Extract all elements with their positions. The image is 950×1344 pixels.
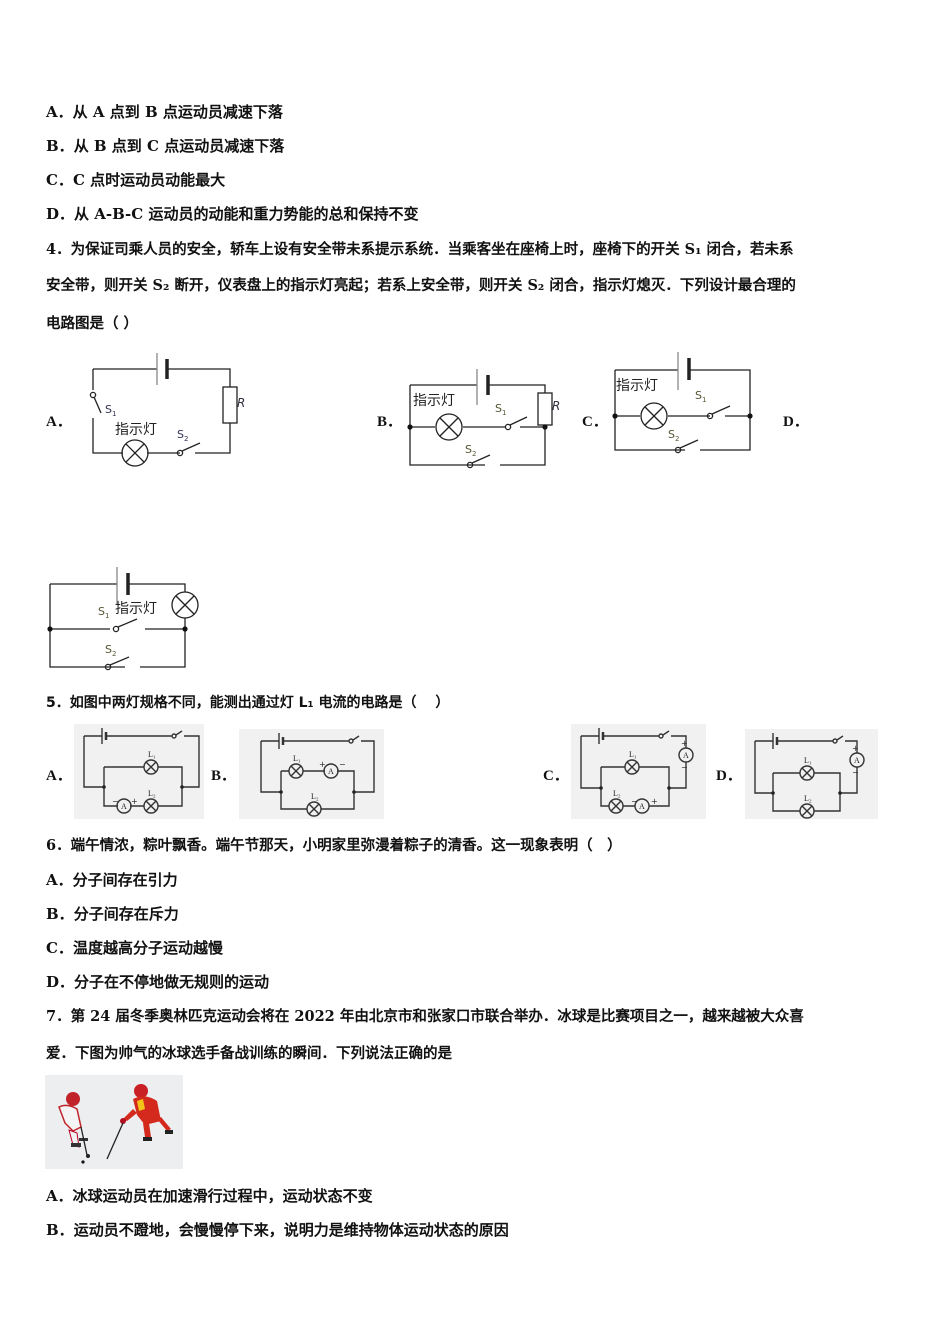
option-text: 运动员不蹬地，会慢慢停下来，说明力是维持物体运动状态的原因: [73, 1221, 509, 1239]
q4-stem-line3: 电路图是（ ）: [46, 315, 139, 332]
q3-option-a: A．从 A 点到 B 点运动员减速下落: [46, 102, 283, 122]
svg-text:S: S: [105, 403, 112, 416]
svg-text:−: −: [852, 768, 859, 777]
svg-text:R: R: [552, 399, 560, 413]
option-text: 分子间存在引力: [72, 871, 178, 889]
option-label: C．: [46, 939, 73, 957]
svg-text:1: 1: [105, 612, 109, 620]
svg-text:S: S: [668, 428, 675, 441]
q5-circuit-a: A L₁ L₂ − +: [74, 724, 204, 819]
q6-option-a: A．分子间存在引力: [46, 870, 178, 890]
option-text: 从 B 点到 C 点运动员减速下落: [73, 137, 285, 155]
svg-text:S: S: [495, 402, 502, 415]
svg-text:A: A: [683, 751, 689, 760]
svg-text:2: 2: [184, 435, 188, 443]
q5-option-b-label: B．: [211, 768, 237, 784]
q7-option-a: A．冰球运动员在加速滑行过程中，运动状态不变: [46, 1186, 373, 1206]
svg-text:S: S: [105, 643, 112, 656]
q3-option-c: C．C 点时运动员动能最大: [46, 170, 225, 190]
q3-option-b: B．从 B 点到 C 点运动员减速下落: [46, 136, 284, 156]
svg-text:1: 1: [112, 410, 116, 418]
svg-text:S: S: [695, 389, 702, 402]
svg-text:L₂: L₂: [148, 789, 156, 798]
option-label: A．: [46, 1187, 73, 1205]
q5-stem: 5．如图中两灯规格不同，能测出通过灯 L₁ 电流的电路是（ ）: [46, 695, 450, 711]
ice-hockey-photo: [45, 1075, 183, 1169]
q7-stem-line2: 爱．下图为帅气的冰球选手备战训练的瞬间．下列说法正确的是: [46, 1045, 452, 1062]
q6-stem: 6．端午情浓，粽叶飘香。端午节那天，小明家里弥漫着粽子的清香。这一现象表明（ ）: [46, 837, 622, 854]
option-text: 冰球运动员在加速滑行过程中，运动状态不变: [72, 1187, 373, 1205]
svg-text:L₁: L₁: [629, 750, 637, 759]
option-label: D．: [46, 205, 75, 223]
q5-circuit-d: A L₁ L₂ + −: [745, 729, 878, 819]
q3-option-d: D．从 A-B-C 运动员的动能和重力势能的总和保持不变: [46, 204, 418, 224]
svg-text:A: A: [121, 802, 127, 811]
q7-stem-line1: 7．第 24 届冬季奥林匹克运动会将在 2022 年由北京市和张家口市联合举办．…: [46, 1008, 804, 1025]
q4-option-d-label: D．: [783, 414, 809, 430]
lamp-label: 指示灯: [115, 422, 157, 438]
svg-text:1: 1: [502, 409, 506, 417]
option-label: D．: [46, 973, 75, 991]
q4-stem-line2: 安全带，则开关 S₂ 断开，仪表盘上的指示灯亮起；若系上安全带，则开关 S₂ 闭…: [46, 277, 796, 294]
svg-text:A: A: [854, 756, 860, 765]
option-label: B．: [46, 905, 74, 923]
svg-text:2: 2: [472, 450, 476, 458]
q4-stem-line1: 4．为保证司乘人员的安全，轿车上设有安全带未系提示系统．当乘客坐在座椅上时，座椅…: [46, 241, 794, 258]
svg-text:指示灯: 指示灯: [413, 393, 455, 409]
svg-text:S: S: [465, 443, 472, 456]
q4-option-c-label: C．: [582, 414, 608, 430]
option-text: C 点时运动员动能最大: [72, 171, 226, 189]
q5-circuit-c: A A L₁ L₂ + − − +: [571, 724, 706, 819]
q5-option-a-label: A．: [46, 768, 72, 784]
svg-text:L₂: L₂: [613, 789, 621, 798]
q5-circuit-b: A L₁ L₂ + −: [239, 729, 384, 819]
svg-text:L₁: L₁: [148, 750, 156, 759]
svg-text:−: −: [631, 797, 638, 806]
option-text: 分子间存在斥力: [73, 905, 179, 923]
option-text: 从 A 点到 B 点运动员减速下落: [72, 103, 283, 121]
svg-text:−: −: [112, 797, 119, 806]
svg-text:+: +: [651, 797, 658, 806]
svg-text:指示灯: 指示灯: [115, 601, 157, 617]
svg-text:+: +: [131, 797, 138, 806]
svg-text:2: 2: [112, 650, 116, 658]
q6-option-b: B．分子间存在斥力: [46, 904, 179, 924]
svg-text:L₁: L₁: [293, 754, 301, 763]
option-label: B．: [46, 1221, 74, 1239]
svg-text:R: R: [237, 396, 245, 410]
svg-text:A: A: [328, 767, 334, 776]
svg-text:指示灯: 指示灯: [616, 378, 658, 394]
svg-text:+: +: [852, 744, 859, 753]
q4-option-b-label: B．: [377, 414, 403, 430]
q4-option-a-label: A．: [46, 414, 72, 430]
svg-text:L₂: L₂: [804, 794, 812, 803]
svg-text:+: +: [319, 760, 326, 769]
option-label: A．: [46, 871, 73, 889]
svg-text:−: −: [681, 763, 688, 772]
svg-text:1: 1: [702, 396, 706, 404]
q5-option-d-label: D．: [716, 768, 742, 784]
option-label: C．: [46, 171, 73, 189]
svg-text:S: S: [98, 605, 105, 618]
svg-text:A: A: [639, 802, 645, 811]
svg-text:L₁: L₁: [804, 756, 812, 765]
svg-text:L₂: L₂: [311, 792, 319, 801]
q5-option-c-label: C．: [543, 768, 569, 784]
option-text: 分子在不停地做无规则的运动: [74, 973, 270, 991]
option-label: B．: [46, 137, 74, 155]
option-label: A．: [46, 103, 73, 121]
q7-option-b: B．运动员不蹬地，会慢慢停下来，说明力是维持物体运动状态的原因: [46, 1220, 509, 1240]
option-text: 温度越高分子运动越慢: [72, 939, 223, 957]
svg-text:S: S: [177, 428, 184, 441]
option-text: 从 A-B-C 运动员的动能和重力势能的总和保持不变: [74, 205, 419, 223]
q6-option-d: D．分子在不停地做无规则的运动: [46, 972, 269, 992]
q6-option-c: C．温度越高分子运动越慢: [46, 938, 223, 958]
svg-text:2: 2: [675, 435, 679, 443]
svg-text:+: +: [681, 739, 688, 748]
svg-text:−: −: [339, 760, 346, 769]
